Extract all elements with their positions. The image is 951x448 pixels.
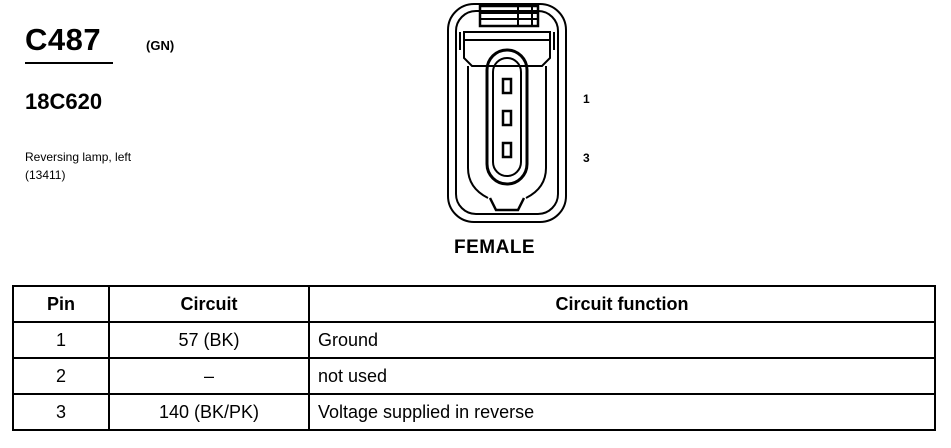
header-pin: Pin <box>12 285 110 323</box>
cell-circuit-function: Ground <box>308 321 936 359</box>
component-description: Reversing lamp, left <box>25 150 132 164</box>
table-header-row: Pin Circuit Circuit function <box>12 285 936 323</box>
cell-circuit: 140 (BK/PK) <box>108 393 310 431</box>
cell-circuit: – <box>108 357 310 395</box>
table-row: 3 140 (BK/PK) Voltage supplied in revers… <box>12 393 936 431</box>
cell-circuit-function: Voltage supplied in reverse <box>308 393 936 431</box>
connector-latch <box>478 4 540 28</box>
cell-pin: 3 <box>12 393 110 431</box>
terminal-1 <box>501 77 513 95</box>
connector-inner-housing <box>455 10 559 215</box>
pin-cavity <box>485 48 529 186</box>
terminal-2 <box>501 109 513 127</box>
table-row: 2 – not used <box>12 357 936 395</box>
cell-circuit: 57 (BK) <box>108 321 310 359</box>
table-row: 1 57 (BK) Ground <box>12 321 936 359</box>
connector-collar <box>463 31 551 67</box>
header-circuit-function: Circuit function <box>308 285 936 323</box>
cell-pin: 1 <box>12 321 110 359</box>
connector-key <box>488 197 526 212</box>
connector-id: C487 <box>25 22 102 57</box>
terminal-3 <box>501 141 513 159</box>
part-number: 18C620 <box>25 89 103 114</box>
component-reference: (13411) <box>25 168 66 182</box>
cell-circuit-function: not used <box>308 357 936 395</box>
connector-drawing <box>447 3 567 223</box>
cell-pin: 2 <box>12 357 110 395</box>
pin-label-3: 3 <box>583 151 590 165</box>
pin-label-1: 1 <box>583 92 590 106</box>
header-circuit: Circuit <box>108 285 310 323</box>
connector-outer-housing <box>447 3 567 223</box>
connector-gender-label: FEMALE <box>454 237 536 258</box>
connector-color: (GN) <box>146 38 175 53</box>
pin-table: Pin Circuit Circuit function 1 57 (BK) G… <box>12 285 936 431</box>
title-underline <box>25 62 113 64</box>
